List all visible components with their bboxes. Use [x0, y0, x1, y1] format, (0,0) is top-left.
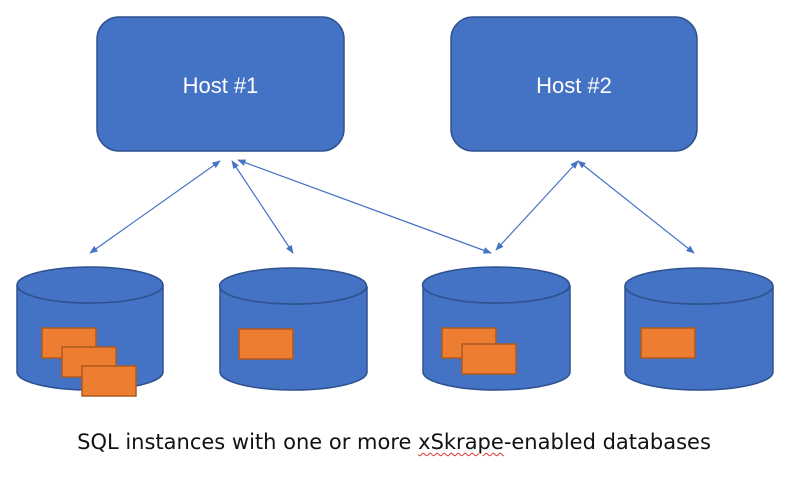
- host-2-box: [450, 16, 698, 152]
- caption-text-before: SQL instances with one or more: [77, 430, 419, 454]
- sql-instance-3-top: [421, 266, 571, 304]
- host-2-label: Host #2: [536, 73, 612, 98]
- sql-instance-1-cylinder: [16, 266, 164, 397]
- host-2-node: Host #2: [450, 16, 698, 152]
- host-1-box: [96, 16, 345, 152]
- connector-layer: [89, 159, 695, 254]
- host-1-node: Host #1: [96, 16, 345, 152]
- sql-instance-2-cylinder: [218, 267, 368, 391]
- sql-instance-4-cylinder: [624, 267, 774, 391]
- connector-host-1-to-sql-instance-1: [89, 160, 221, 254]
- host-1-label: Host #1: [183, 73, 259, 98]
- sql-instance-3-database-2: [461, 343, 517, 375]
- sql-instance-4-top: [624, 267, 774, 305]
- sql-instance-4-database-1: [640, 327, 696, 359]
- sql-instance-1-database-3: [81, 365, 137, 397]
- caption-text-spell-flagged: xSkrape: [418, 430, 504, 454]
- sql-instance-2-database-1: [238, 328, 294, 360]
- connector-host-2-to-sql-instance-3: [495, 160, 579, 251]
- caption-text-after: -enabled databases: [503, 430, 711, 454]
- connector-host-1-to-sql-instance-3: [237, 159, 492, 254]
- connector-host-1-to-sql-instance-2: [231, 160, 294, 254]
- connector-host-2-to-sql-instance-4: [577, 160, 695, 254]
- diagram-caption: SQL instances with one or more xSkrape-e…: [0, 430, 788, 454]
- sql-instance-2-top: [218, 267, 368, 305]
- sql-instance-3-cylinder: [421, 266, 571, 391]
- sql-instance-1-top: [16, 266, 164, 304]
